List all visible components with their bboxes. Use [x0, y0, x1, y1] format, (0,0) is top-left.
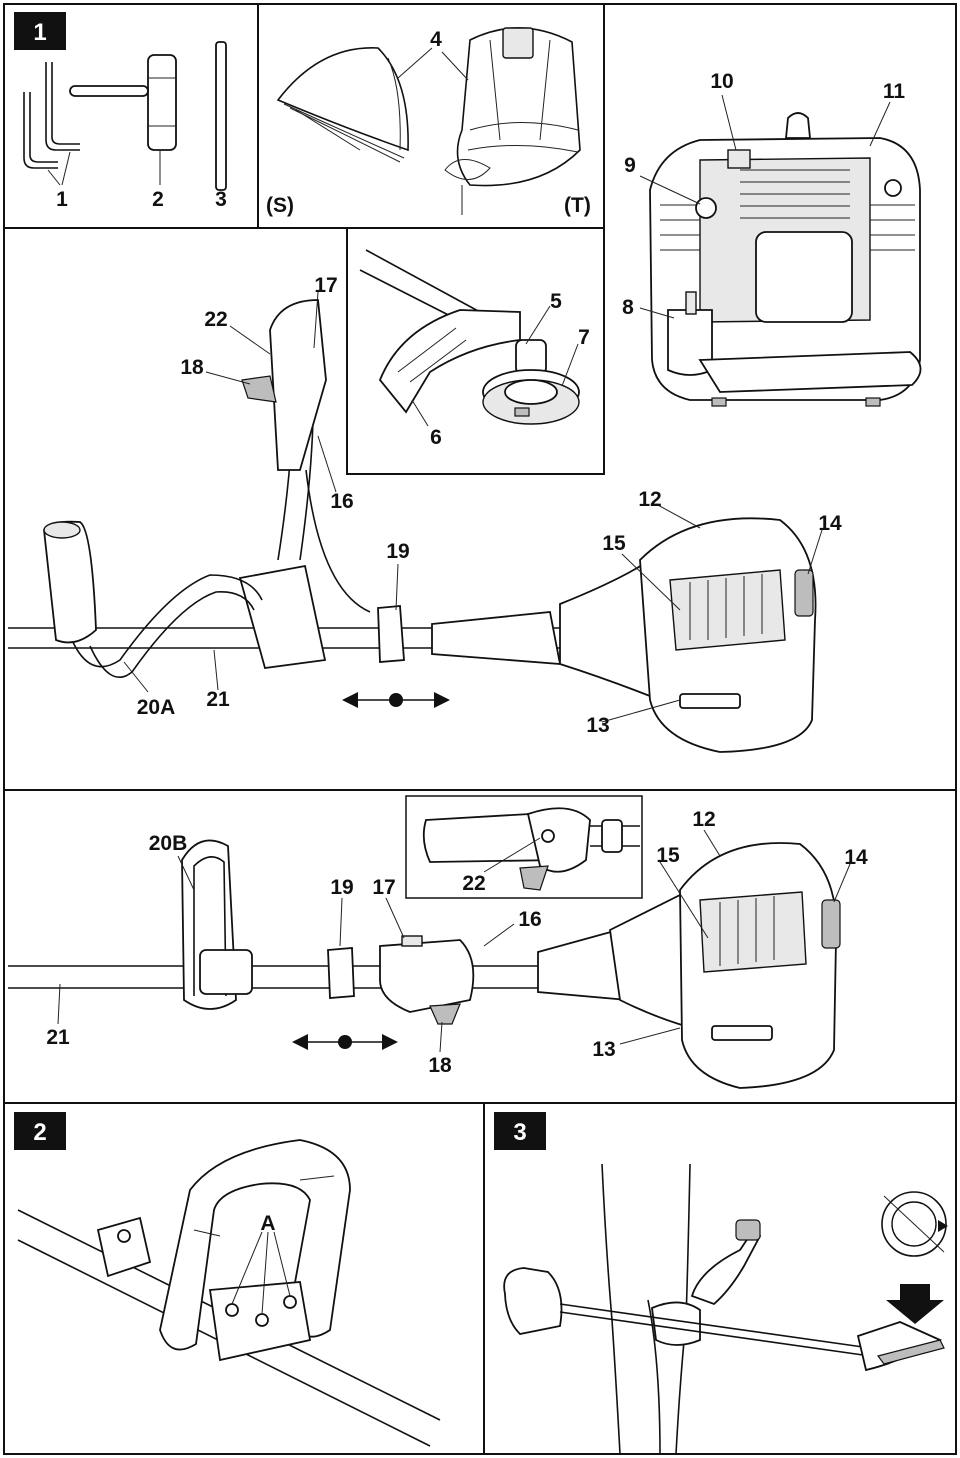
- label-1: 1: [56, 188, 68, 211]
- label-4: 4: [430, 28, 442, 51]
- label-7: 7: [578, 326, 590, 349]
- label-13-bottom: 13: [592, 1038, 615, 1061]
- label-12-bottom: 12: [692, 808, 715, 831]
- panel-borders: [3, 3, 957, 1455]
- harness-vest-drawing: [444, 27, 581, 215]
- label-a: A: [260, 1212, 275, 1235]
- svg-text:3: 3: [513, 1119, 526, 1146]
- label-s: (S): [266, 194, 294, 217]
- label-16-bottom: 16: [518, 908, 541, 931]
- label-22-bottom: 22: [462, 872, 485, 895]
- label-15-top: 15: [602, 532, 626, 555]
- label-21-bottom: 21: [46, 1026, 70, 1049]
- label-21-top: 21: [206, 688, 230, 711]
- label-19-top: 19: [386, 540, 409, 563]
- label-17-bottom: 17: [372, 876, 395, 899]
- label-15-bottom: 15: [656, 844, 680, 867]
- label-3: 3: [215, 188, 227, 211]
- label-17-top: 17: [314, 274, 337, 297]
- label-20b: 20B: [149, 832, 188, 855]
- label-18-bottom: 18: [428, 1054, 452, 1077]
- label-9: 9: [624, 154, 636, 177]
- slide-arrow-1: [342, 692, 450, 708]
- label-8: 8: [622, 296, 634, 319]
- svg-text:2: 2: [33, 1119, 46, 1146]
- label-12-top: 12: [638, 488, 661, 511]
- label-14-top: 14: [818, 512, 842, 535]
- label-11: 11: [883, 80, 906, 103]
- engine-drawing: [649, 112, 922, 407]
- label-5: 5: [550, 290, 562, 313]
- figure-1-badge: 1: [14, 12, 66, 50]
- rotation-direction-icon: [881, 1191, 948, 1257]
- label-16-top: 16: [330, 490, 353, 513]
- label-22-top: 22: [204, 308, 227, 331]
- cooling-fins: [660, 169, 915, 251]
- label-6: 6: [430, 426, 442, 449]
- label-10: 10: [710, 70, 733, 93]
- socket-wrench-drawing: [69, 54, 177, 185]
- figure-2-badge: 2: [14, 1112, 66, 1150]
- label-2: 2: [152, 188, 164, 211]
- label-13-top: 13: [586, 714, 609, 737]
- down-arrow-icon: [886, 1284, 944, 1324]
- brushcutter-j-handle-drawing: [8, 299, 817, 753]
- hex-keys-drawing: [23, 62, 80, 186]
- brushcutter-loop-handle-drawing: [8, 839, 841, 1089]
- operator-drawing: [503, 1163, 945, 1455]
- shoulder-strap-drawing: [276, 47, 409, 163]
- rod-drawing: [215, 41, 227, 191]
- label-19-bottom: 19: [330, 876, 353, 899]
- inset-switch-detail: [422, 807, 640, 891]
- label-18-top: 18: [180, 356, 204, 379]
- label-14-bottom: 14: [844, 846, 868, 869]
- loop-handle-mount-drawing: [17, 1139, 441, 1447]
- cutting-head-drawing: [359, 249, 580, 425]
- figure-3-badge: 3: [494, 1112, 546, 1150]
- slide-arrow-2: [292, 1034, 398, 1050]
- label-t: (T): [564, 194, 591, 217]
- svg-text:1: 1: [33, 19, 46, 46]
- label-20a: 20A: [137, 696, 176, 719]
